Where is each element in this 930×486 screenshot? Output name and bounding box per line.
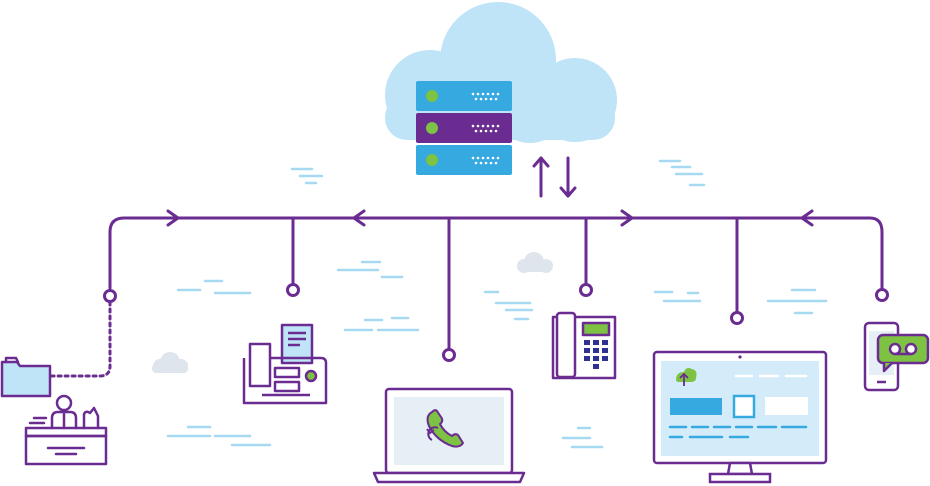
desk-phone-icon [551, 311, 617, 380]
small-cloud-icon [152, 352, 188, 373]
server-unit-bottom [416, 145, 512, 175]
network-bus-line [108, 209, 884, 350]
small-cloud-icon [517, 252, 553, 273]
dotted-link [48, 300, 112, 378]
mobile-voicemail-icon [863, 321, 930, 392]
up-down-arrows-icon [532, 156, 577, 198]
cloud-server-stack-icon [385, 2, 617, 175]
connection-node-points [103, 283, 889, 362]
laptop-phone-icon [372, 387, 526, 484]
monitor-portal-icon [652, 350, 828, 484]
receptionist-desk-icon [0, 356, 108, 466]
server-unit-top [416, 81, 512, 111]
server-unit-middle [416, 113, 512, 143]
fax-icon [242, 323, 328, 405]
upload-cloud-icon [676, 368, 697, 386]
decorative-dashes [166, 159, 828, 449]
